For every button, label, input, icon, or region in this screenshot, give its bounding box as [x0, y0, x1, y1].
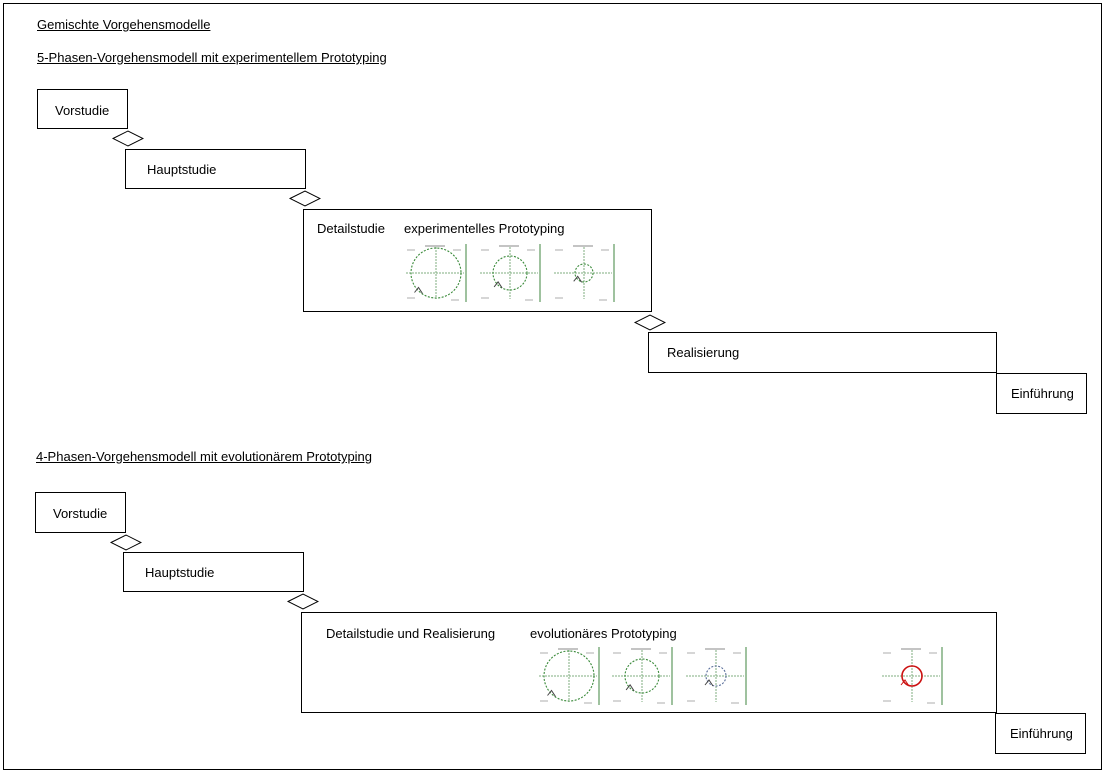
prototyping-spiral-2 [477, 242, 543, 304]
connector-diamond [634, 314, 666, 331]
prototyping-label: evolutionäres Prototyping [530, 626, 677, 641]
model1-phase-hauptstudie: Hauptstudie [125, 149, 306, 189]
model2-phase-hauptstudie: Hauptstudie [123, 552, 304, 592]
spiral-figure [406, 244, 467, 302]
diagram-frame [3, 3, 1102, 770]
phase-label: Vorstudie [53, 506, 108, 521]
page-title: Gemischte Vorgehensmodelle [37, 17, 211, 32]
spiral-figure [612, 647, 673, 705]
prototyping-spiral-1 [403, 242, 469, 304]
model1-phase-detailstudie: Detailstudie experimentelles Prototyping [303, 209, 652, 312]
model2-phase-detail-realisierung: Detailstudie und Realisierung evolutionä… [301, 612, 997, 713]
phase-label: Einführung [1010, 726, 1073, 741]
phase-label: Hauptstudie [147, 162, 217, 177]
connector-diamond [112, 130, 144, 147]
spiral-figure [554, 244, 615, 302]
connector-diamond [289, 190, 321, 207]
connector-diamond [287, 593, 319, 610]
phase-label: Realisierung [667, 345, 740, 360]
spiral-figure [686, 647, 747, 705]
model1-phase-realisierung: Realisierung [648, 332, 997, 373]
prototyping-spiral-3 [551, 242, 617, 304]
model1-phase-einfuehrung: Einführung [996, 373, 1087, 414]
model1-title: 5-Phasen-Vorgehensmodell mit experimente… [37, 50, 387, 65]
prototyping-spiral-2 [609, 645, 675, 707]
prototyping-label: experimentelles Prototyping [404, 221, 565, 236]
phase-label: Hauptstudie [145, 565, 215, 580]
model2-phase-einfuehrung: Einführung [995, 713, 1086, 754]
model2-phase-vorstudie: Vorstudie [35, 492, 126, 533]
phase-label: Einführung [1011, 386, 1074, 401]
model1-phase-vorstudie: Vorstudie [37, 89, 128, 129]
spiral-figure [539, 647, 600, 705]
spiral-figure [480, 244, 541, 302]
phase-label: Detailstudie [317, 221, 385, 236]
prototyping-spiral-1 [536, 645, 602, 707]
spiral-figure [882, 647, 943, 705]
model2-title: 4-Phasen-Vorgehensmodell mit evolutionär… [36, 449, 373, 464]
phase-label: Vorstudie [55, 103, 110, 118]
prototyping-spiral-3 [683, 645, 749, 707]
connector-diamond [110, 534, 142, 551]
phase-label: Detailstudie und Realisierung [326, 626, 496, 641]
prototyping-spiral-red [879, 645, 945, 707]
